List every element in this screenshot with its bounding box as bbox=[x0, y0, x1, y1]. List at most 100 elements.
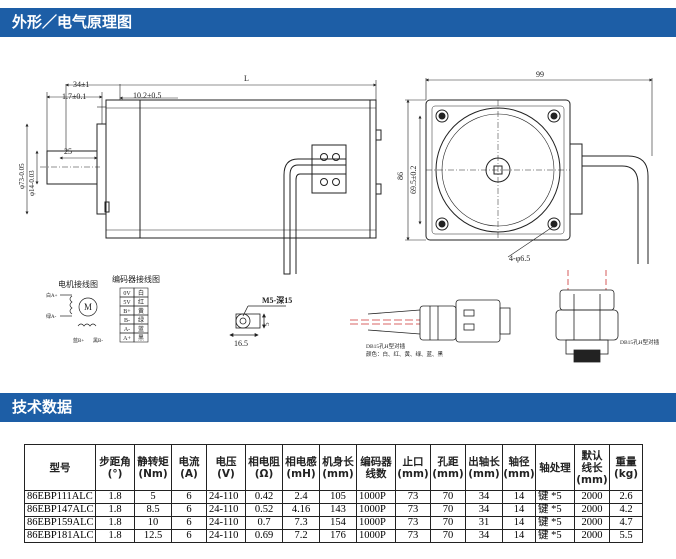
dim-16-5: 16.5 bbox=[234, 339, 248, 348]
spec-cell: 4.16 bbox=[282, 503, 320, 517]
motor-symbol: M bbox=[84, 302, 92, 312]
spec-cell: 6 bbox=[171, 490, 207, 504]
spec-column-header: 型号 bbox=[24, 444, 96, 491]
dim-86: 86 bbox=[396, 172, 405, 180]
spec-column-header: 默认线长(mm) bbox=[574, 444, 610, 491]
spec-column-header: 止口(mm) bbox=[395, 444, 431, 491]
spec-column-header: 步距角(°) bbox=[95, 444, 135, 491]
encoder-pin-color: 绿 bbox=[138, 316, 144, 324]
spec-cell: 24-110 bbox=[206, 516, 246, 530]
wire-label-b-minus: 黑B- bbox=[93, 338, 103, 344]
spec-cell: 73 bbox=[395, 516, 431, 530]
spec-cell: 2.6 bbox=[609, 490, 643, 504]
spec-cell: 24-110 bbox=[206, 503, 246, 517]
section-title-specs: 技术数据 bbox=[0, 393, 676, 422]
spec-cell: 5 bbox=[134, 490, 172, 504]
dim-4-holes: 4-φ6.5 bbox=[509, 254, 530, 263]
spec-cell: 1.8 bbox=[95, 490, 135, 504]
spec-cell: 1.8 bbox=[95, 529, 135, 543]
spec-table-header: 型号步距角(°)静转矩(Nm)电流(A)电压(V)相电阻(Ω)相电感(mH)机身… bbox=[24, 444, 643, 491]
dim-69-5: 69.5±0.2 bbox=[409, 166, 418, 194]
encoder-pin-color: 黄 bbox=[138, 307, 144, 315]
spec-cell: 1000P bbox=[356, 516, 396, 530]
encoder-pin-color: 白 bbox=[138, 289, 144, 297]
spec-cell: 34 bbox=[465, 490, 503, 504]
spec-cell: 73 bbox=[395, 529, 431, 543]
spec-column-header: 编码器线数 bbox=[356, 444, 396, 491]
encoder-pin-label: 0V bbox=[123, 291, 131, 297]
motor-body bbox=[105, 99, 377, 239]
spec-cell: 14 bbox=[502, 529, 536, 543]
encoder-pin-color: 蓝 bbox=[138, 325, 144, 333]
spec-column-header: 轴处理 bbox=[535, 444, 575, 491]
db15-note-right: DB15孔H型对插 bbox=[620, 338, 660, 346]
encoder-pin-label: A+ bbox=[123, 336, 131, 342]
wire-label-b-plus: 蓝B+ bbox=[73, 337, 84, 344]
spec-column-header: 相电感(mH) bbox=[282, 444, 320, 491]
spec-cell: 1.8 bbox=[95, 503, 135, 517]
front-flange bbox=[96, 123, 107, 215]
spec-cell: 2000 bbox=[574, 516, 610, 530]
spec-cell: 2000 bbox=[574, 490, 610, 504]
spec-cell: 176 bbox=[319, 529, 357, 543]
cable bbox=[283, 158, 346, 275]
dim-10-2: 10.2±0.5 bbox=[133, 91, 161, 100]
spec-cell: 6 bbox=[171, 529, 207, 543]
spec-cell: 2000 bbox=[574, 503, 610, 517]
spec-cell: 14 bbox=[502, 503, 536, 517]
spec-column-header: 轴径(mm) bbox=[502, 444, 536, 491]
dim-1-7: 1.7±0.1 bbox=[62, 92, 86, 101]
spec-cell: 1000P bbox=[356, 529, 396, 543]
motor-wiring-title: 电机接线图 bbox=[58, 279, 98, 289]
spec-column-header: 电流(A) bbox=[171, 444, 207, 491]
encoder-pin-label: B- bbox=[124, 318, 130, 324]
m5-detail bbox=[229, 305, 286, 337]
spec-cell: 4.7 bbox=[609, 516, 643, 530]
spec-cell: 键 *5 bbox=[535, 490, 575, 504]
encoder-wiring-title: 编码器接线图 bbox=[112, 274, 160, 284]
cable-block bbox=[569, 143, 583, 215]
spec-cell: 34 bbox=[465, 529, 503, 543]
spec-cell: 键 *5 bbox=[535, 503, 575, 517]
shaft bbox=[46, 150, 98, 185]
wire-label-a-minus: 绿A- bbox=[46, 313, 57, 320]
spec-cell: 14 bbox=[502, 490, 536, 504]
spec-cell: 1000P bbox=[356, 503, 396, 517]
spec-cell: 34 bbox=[465, 503, 503, 517]
spec-column-header: 电压(V) bbox=[206, 444, 246, 491]
mount-holes bbox=[435, 109, 561, 231]
spec-cell: 24-110 bbox=[206, 490, 246, 504]
spec-cell: 2.4 bbox=[282, 490, 320, 504]
cable-gland bbox=[311, 144, 347, 194]
spec-cell: 70 bbox=[430, 490, 466, 504]
spec-cell: 键 *5 bbox=[535, 516, 575, 530]
spec-column-header: 重量(kg) bbox=[609, 444, 643, 491]
encoder-pin-cell bbox=[133, 332, 149, 343]
dim-34: 34±1 bbox=[73, 80, 89, 89]
m5-label: M5-深15 bbox=[262, 295, 292, 305]
spec-cell: 6 bbox=[171, 516, 207, 530]
spec-cell: 143 bbox=[319, 503, 357, 517]
db15-note-1: DB15孔H型对插 bbox=[366, 342, 406, 350]
outline-drawing: 34±1 1.7±0.1 L 10.2±0.5 25 φ73-0.05 φ14-… bbox=[18, 70, 660, 363]
spec-cell: 8.5 bbox=[134, 503, 172, 517]
dim-25: 25 bbox=[64, 147, 72, 156]
spec-cell: 86EBP159ALC bbox=[24, 516, 96, 530]
spec-cell: 105 bbox=[319, 490, 357, 504]
section-title-outline: 外形／电气原理图 bbox=[0, 8, 676, 37]
spec-cell: 5.5 bbox=[609, 529, 643, 543]
spec-cell: 24-110 bbox=[206, 529, 246, 543]
side-view bbox=[40, 99, 382, 275]
dim-phi14: φ14-0.03 bbox=[28, 170, 36, 196]
dim-5: 5 bbox=[263, 322, 271, 326]
spec-cell: 1000P bbox=[356, 490, 396, 504]
wire-label-a-plus: 白A+ bbox=[46, 292, 58, 299]
encoder-pin-label: B+ bbox=[123, 309, 131, 315]
spec-cell: 键 *5 bbox=[535, 529, 575, 543]
front-view bbox=[425, 99, 649, 264]
spec-cell: 73 bbox=[395, 503, 431, 517]
spec-column-header: 静转矩(Nm) bbox=[134, 444, 172, 491]
